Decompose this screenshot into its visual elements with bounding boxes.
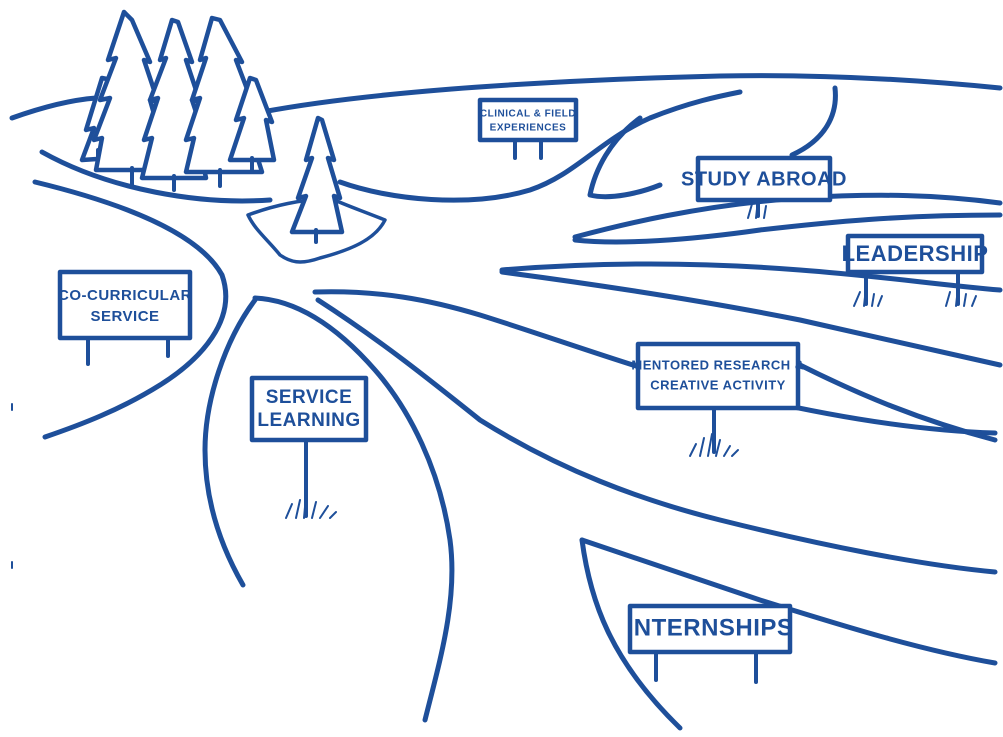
sign-mentored-research-line2: CREATIVE ACTIVITY [650,377,786,392]
sign-service-learning-line2: LEARNING [257,410,360,431]
sign-co-curricular: CO-CURRICULAR SERVICE [58,272,192,364]
sign-clinical-line1: CLINICAL & FIELD [480,109,576,120]
sign-mentored-research: MENTORED RESEARCH & CREATIVE ACTIVITY [631,344,804,456]
grass-tuft-icon [946,288,976,306]
left-hill-line [12,98,96,118]
road-study-abroad-left [590,118,660,197]
sign-study-abroad-text: STUDY ABROAD [681,168,847,190]
sign-internships: INTERNSHIPS [627,606,794,682]
roads [35,88,1000,728]
sign-clinical-line2: EXPERIENCES [490,123,567,134]
pine-tree-icon [292,118,342,242]
sign-clinical-field: CLINICAL & FIELD EXPERIENCES [480,100,576,158]
sign-leadership-text: LEADERSHIP [842,241,989,266]
sign-service-learning: SERVICE LEARNING [252,378,366,518]
sign-internships-text: INTERNSHIPS [627,614,794,641]
horizon-hill-line [262,76,1000,112]
road-edge-center-right [255,298,452,720]
sign-co-curricular-line1: CO-CURRICULAR [58,287,192,304]
sign-service-learning-line1: SERVICE [266,387,353,408]
road-study-abroad-right [792,88,835,155]
forest [82,12,385,262]
road-edge-branch-left [205,300,255,585]
sign-co-curricular-line2: SERVICE [90,308,159,325]
sign-mentored-research-line1: MENTORED RESEARCH & [631,357,804,372]
road-research-right [800,365,995,440]
sign-leadership: LEADERSHIP [842,236,989,306]
grass-tuft-icon [286,496,336,518]
